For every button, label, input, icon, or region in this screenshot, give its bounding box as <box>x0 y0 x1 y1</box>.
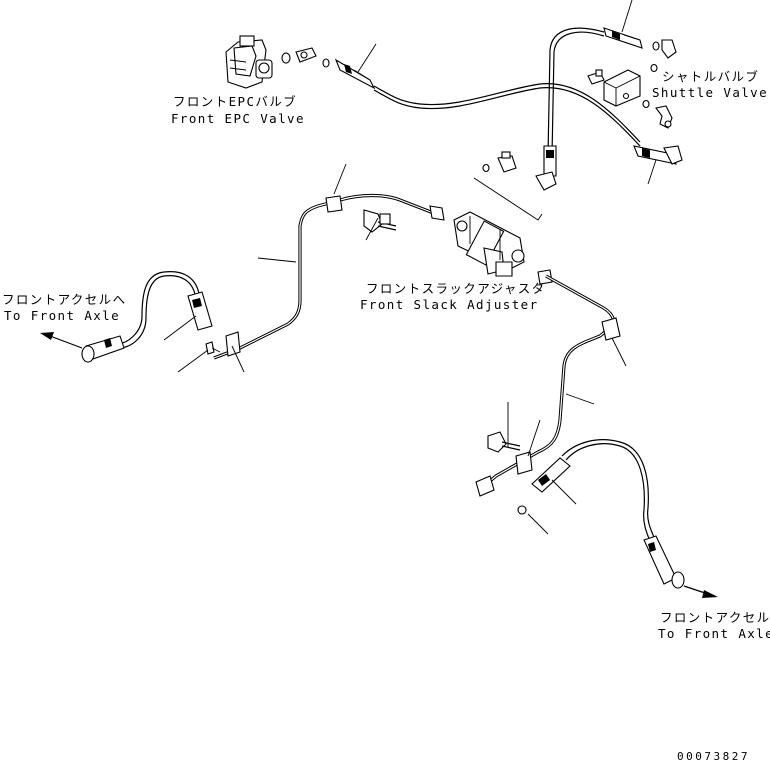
mounting-bolt <box>363 209 397 233</box>
leader-line <box>231 345 245 373</box>
front-epc-valve <box>225 35 273 89</box>
leader-line <box>365 217 379 241</box>
tube-end-right <box>475 475 495 497</box>
leader-line <box>257 257 297 263</box>
tube-clamp-lower <box>225 331 241 357</box>
tube-left <box>213 193 437 360</box>
hose-end-right-upper <box>531 457 571 493</box>
arrow-to-front-axle-left <box>40 332 83 349</box>
o-ring <box>642 99 650 109</box>
hose-end-right-lower <box>643 535 685 589</box>
leader-line <box>527 513 549 535</box>
hose-end-left-upper <box>187 291 213 331</box>
epc-hose-end <box>334 58 376 90</box>
tube-clamp-right-lower <box>515 451 533 475</box>
arrow-to-front-axle-right <box>683 585 718 598</box>
to-front-axle-right-label-jp: フロントアクセルへ <box>660 610 770 625</box>
shuttle-fitting-left <box>587 69 605 85</box>
to-front-axle-left-label-en: To Front Axle <box>4 308 121 323</box>
leader-line <box>163 315 197 341</box>
shuttle-fitting-top <box>652 39 677 59</box>
o-ring <box>517 505 527 515</box>
hose-end-shuttle-bottom <box>633 145 683 165</box>
leader-line <box>551 479 577 505</box>
tube-nut <box>429 205 445 221</box>
hose-end-top-right <box>603 27 643 49</box>
o-ring <box>322 58 330 68</box>
hose-right-front-axle <box>565 443 653 547</box>
front-slack-adjuster-label-jp: フロントスラックアジャスタ <box>366 281 546 296</box>
leader-line <box>357 43 377 73</box>
leader-line <box>611 337 627 367</box>
hose-shuttle-to-slack-adjuster <box>547 27 605 157</box>
drawing-number: 00073827 <box>677 750 750 763</box>
to-front-axle-left-label-jp: フロントアクセルへ <box>2 292 127 307</box>
leader-line <box>333 163 347 195</box>
tube-clamp-upper <box>325 195 343 213</box>
group-bracket-line <box>473 177 543 221</box>
hose-end-left-lower <box>81 335 125 363</box>
shuttle-valve <box>603 69 641 107</box>
shuttle-valve-label-jp: シャトルバルブ <box>662 69 760 84</box>
epc-fitting-elbow <box>281 47 317 64</box>
hose-left-front-axle <box>117 275 197 349</box>
elbow-fitting-center <box>482 151 517 173</box>
tube-clamp-right-upper <box>601 317 621 341</box>
leader-line <box>621 0 633 33</box>
o-ring <box>650 63 658 73</box>
front-epc-valve-label-jp: フロントEPCバルブ <box>173 94 298 109</box>
hose-end-vertical <box>535 145 557 191</box>
small-nut-left <box>205 341 221 355</box>
leader-line <box>527 419 541 457</box>
front-slack-adjuster-label-en: Front Slack Adjuster <box>360 297 539 312</box>
hose-epc-to-shuttle <box>373 83 641 143</box>
shuttle-fitting-bottom <box>655 105 673 129</box>
front-slack-adjuster <box>453 211 525 277</box>
tube-nut-right <box>537 269 553 285</box>
leader-line <box>647 159 657 185</box>
leader-line <box>565 393 595 405</box>
to-front-axle-right-label-en: To Front Axle <box>658 626 770 641</box>
shuttle-valve-label-en: Shuttle Valve <box>652 85 769 100</box>
front-epc-valve-label-en: Front EPC Valve <box>171 111 305 126</box>
leader-line <box>177 349 209 373</box>
mounting-bolt-right <box>487 431 521 453</box>
